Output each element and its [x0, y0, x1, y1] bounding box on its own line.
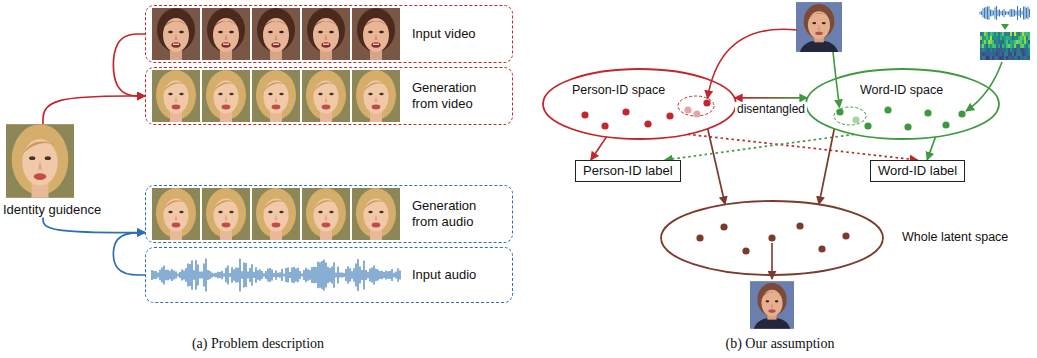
- node-text: Generation from video: [412, 80, 504, 111]
- ellipse-outline: [660, 200, 884, 276]
- identity-photo: [6, 124, 74, 198]
- node-text: Word-ID label: [878, 163, 957, 179]
- encoder-arrow: [708, 29, 798, 98]
- audio-waveform: [980, 6, 1030, 20]
- label-box: Person-ID label: [575, 160, 681, 182]
- feature-dot: [924, 109, 931, 116]
- dashed-box: Generation from audio: [145, 185, 513, 243]
- dashed-box: Input video: [145, 5, 513, 63]
- feature-dot: [836, 108, 843, 115]
- edge-label: disentangled: [735, 102, 807, 116]
- connector: [665, 134, 854, 160]
- node-text: Input audio: [412, 267, 504, 283]
- video-frame: [302, 8, 350, 60]
- subfigure-caption: (b) Our assumption: [726, 336, 835, 352]
- video-frame: [202, 8, 250, 60]
- faded-dot: [852, 116, 859, 123]
- faded-dot: [684, 106, 691, 113]
- node-text: Identity guidence: [3, 202, 101, 218]
- connector: [708, 129, 725, 205]
- node-text: Person-ID space: [572, 83, 665, 98]
- video-frame: [152, 8, 200, 60]
- connector: [735, 97, 808, 99]
- feature-dot: [768, 234, 775, 241]
- video-frame: [252, 8, 300, 60]
- speaker-photo: [796, 2, 842, 52]
- feature-dot: [884, 106, 891, 113]
- video-frame: [302, 188, 350, 240]
- connector: [113, 34, 145, 96]
- video-frame: [202, 70, 250, 122]
- faded-dot: [693, 110, 700, 117]
- connector: [819, 129, 834, 205]
- feature-dot: [958, 110, 965, 117]
- feature-dot: [666, 112, 673, 119]
- feature-dot: [742, 247, 749, 254]
- feature-dot: [818, 245, 825, 252]
- ellipse-outline: [542, 68, 737, 140]
- feature-dot: [942, 121, 949, 128]
- node-text: Whole latent space: [902, 230, 1008, 245]
- video-frame: [252, 188, 300, 240]
- dashed-box: Generation from video: [145, 67, 513, 125]
- feature-dot: [904, 123, 911, 130]
- latent-space-ellipse: Person-ID space: [542, 68, 737, 140]
- connector: [113, 233, 145, 275]
- feature-dot: [644, 120, 651, 127]
- feature-dot: [796, 222, 803, 229]
- video-frame: [352, 188, 400, 240]
- feature-dot: [696, 234, 703, 241]
- feature-dot: [842, 232, 849, 239]
- video-frame: [152, 70, 200, 122]
- latent-space-ellipse: Whole latent space: [660, 200, 884, 276]
- dashed-box: Input audio: [145, 247, 513, 303]
- video-frame: [352, 70, 400, 122]
- feature-dot: [601, 122, 608, 129]
- video-frame: [302, 70, 350, 122]
- video-frame: [152, 188, 200, 240]
- node-text: Generation from audio: [412, 198, 504, 229]
- pointer: [1001, 24, 1009, 30]
- connector: [43, 218, 145, 233]
- label-box: Word-ID label: [870, 160, 965, 182]
- node-text: Input video: [412, 26, 504, 42]
- feature-dot: [581, 111, 588, 118]
- generated-photo: [750, 281, 794, 329]
- decoder-arrow: [771, 243, 773, 279]
- feature-dot: [864, 122, 871, 129]
- video-frame: [252, 70, 300, 122]
- connector: [591, 137, 607, 160]
- latent-space-ellipse: Word-ID space: [805, 68, 1000, 140]
- spectrogram: [980, 32, 1030, 60]
- video-frame: [352, 8, 400, 60]
- node-text: Person-ID label: [583, 163, 673, 179]
- cluster-outline: [834, 107, 866, 125]
- connector: [43, 96, 145, 124]
- subfigure-caption: (a) Problem description: [192, 336, 324, 352]
- identity-image: Identity guidence: [3, 124, 101, 218]
- feature-dot: [703, 99, 710, 106]
- node-text: Word-ID space: [860, 83, 943, 98]
- encoder-arrow: [966, 62, 1002, 111]
- connector: [927, 137, 935, 160]
- feature-dot: [622, 108, 629, 115]
- ellipse-outline: [805, 68, 1000, 140]
- video-frame: [202, 188, 250, 240]
- audio-waveform: [152, 259, 400, 292]
- feature-dot: [720, 223, 727, 230]
